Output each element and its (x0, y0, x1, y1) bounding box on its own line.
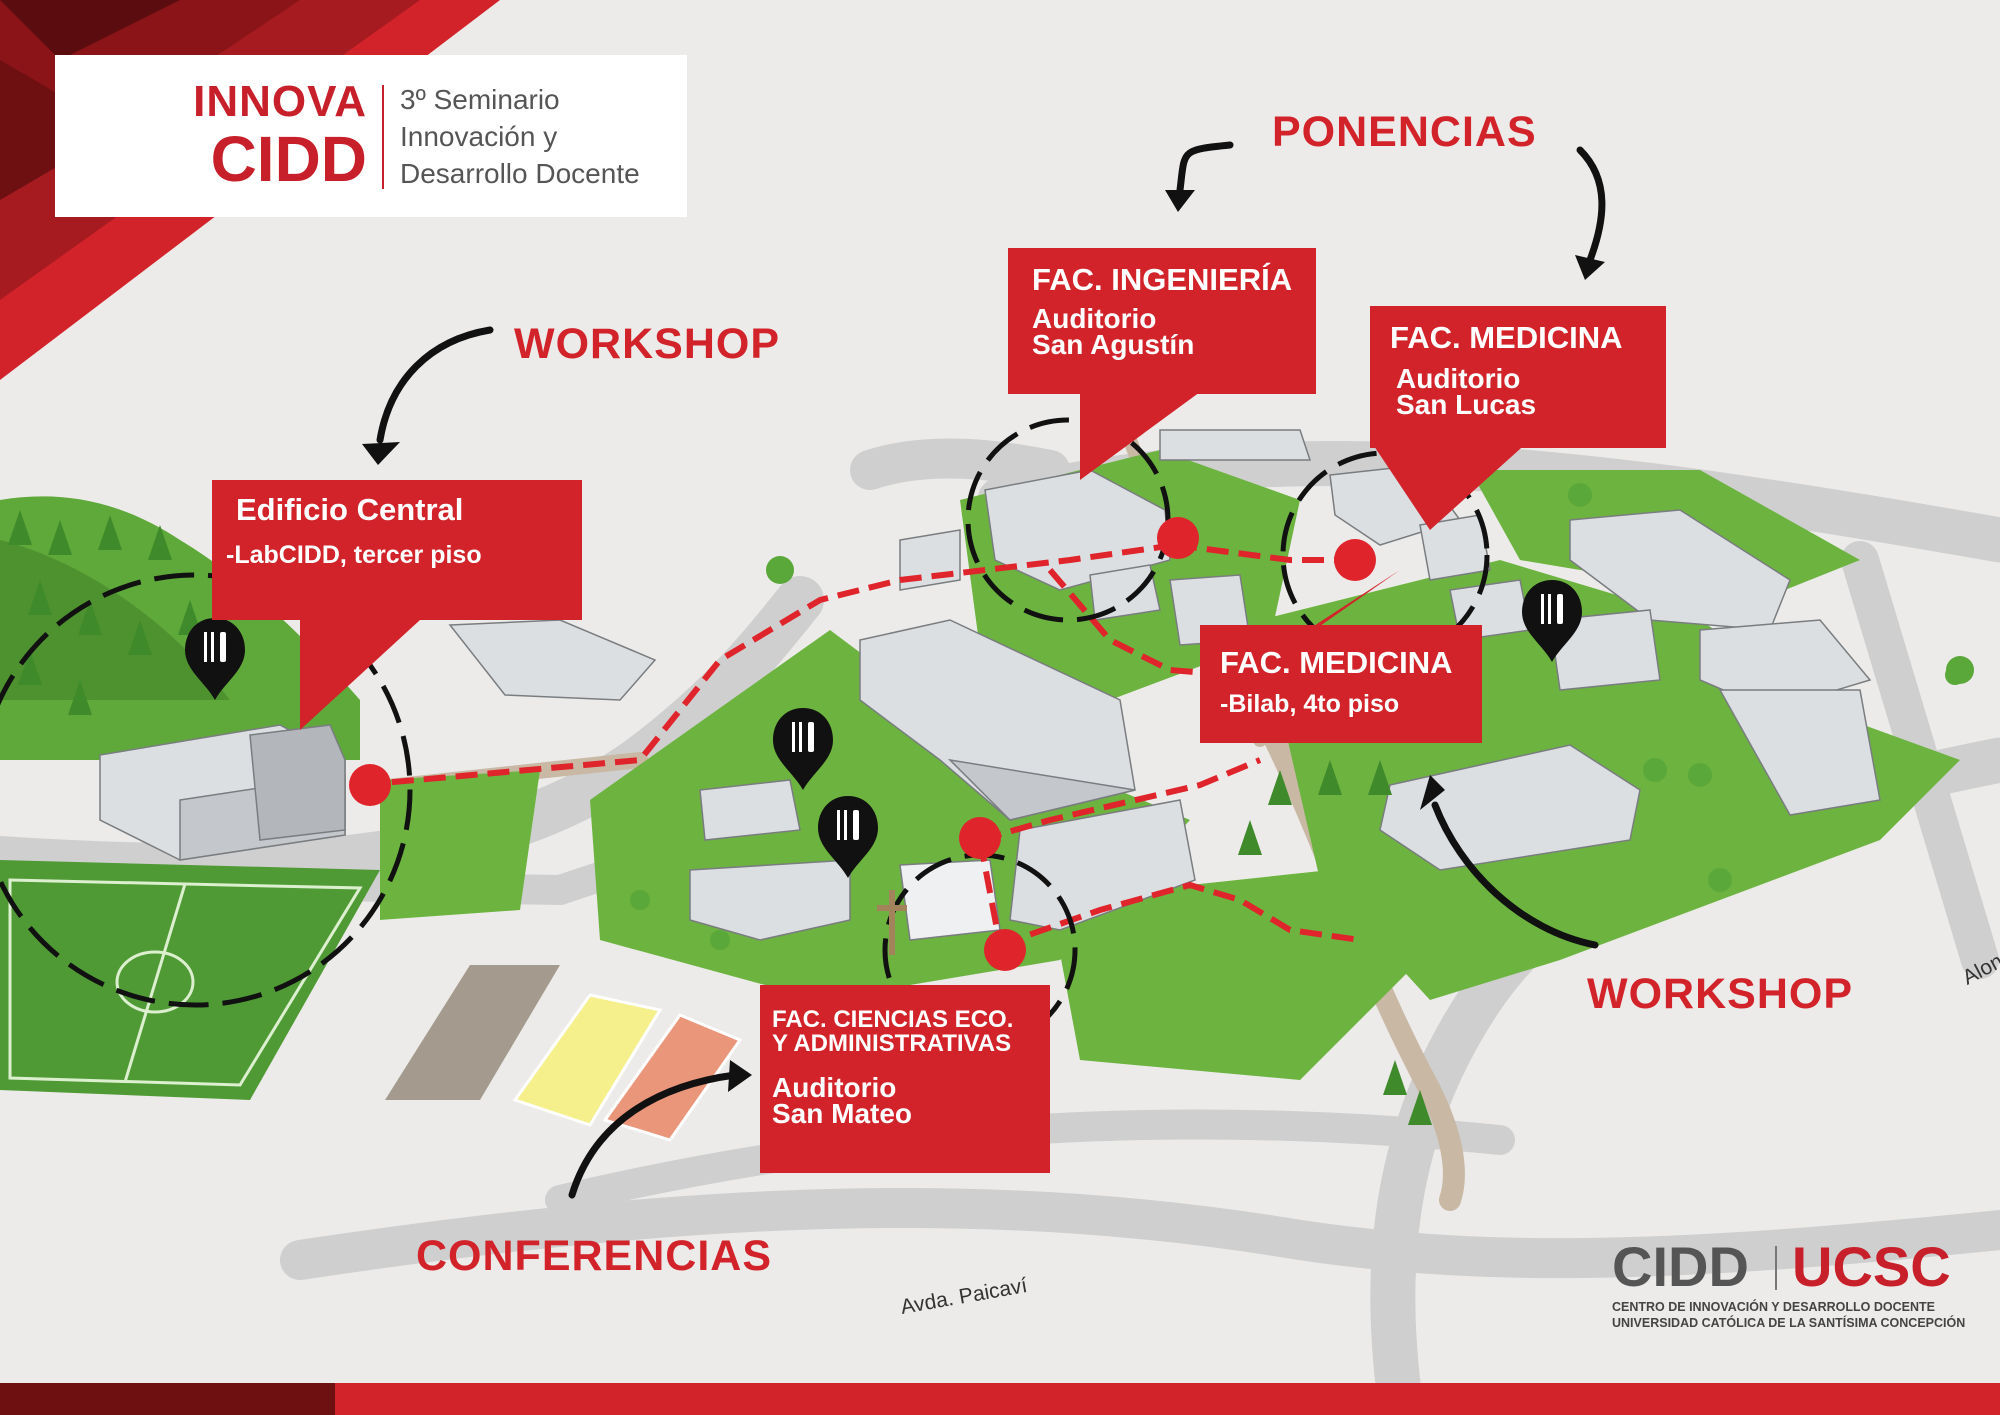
footer-logo-cidd: CIDD (1612, 1235, 1749, 1298)
footer-logo-ucsc: UCSC (1792, 1235, 1951, 1298)
logo-innova: INNOVA (193, 77, 367, 126)
callout-economia-line2: San Mateo (772, 1098, 913, 1129)
callout-edificio-central[interactable]: Edificio Central -LabCIDD, tercer piso (212, 480, 582, 620)
callout-ingenieria-line2: San Agustín (1032, 329, 1195, 360)
seminar-logo: INNOVA CIDD 3º Seminario Innovación y De… (55, 55, 687, 217)
footer-logo-line-2: UNIVERSIDAD CATÓLICA DE LA SANTÍSIMA CON… (1612, 1316, 1966, 1330)
callout-edificio-title: Edificio Central (236, 492, 464, 527)
callout-medicina-line2: San Lucas (1396, 389, 1537, 420)
callout-economia-title1: FAC. CIENCIAS ECO. (772, 1006, 1014, 1033)
buildings (99, 429, 1881, 941)
footer-bar-dark (0, 1383, 335, 1415)
logo-divider (382, 85, 384, 189)
callout-medicina-line1: Auditorio (1396, 363, 1521, 394)
label-workshop-left: WORKSHOP (514, 320, 780, 368)
callout-economia-title2: Y ADMINISTRATIVAS (772, 1030, 1012, 1057)
soccer-field (0, 860, 380, 1100)
callout-medicina-bilab[interactable]: FAC. MEDICINA -Bilab, 4to piso (1200, 625, 1482, 743)
label-ponencias: PONENCIAS (1272, 108, 1537, 156)
callout-medicina-san-lucas[interactable]: FAC. MEDICINA Auditorio San Lucas (1370, 306, 1666, 448)
trees (8, 483, 1974, 1125)
restaurant-pin-icon[interactable] (185, 580, 1582, 878)
footer-bar (335, 1383, 2000, 1415)
callout-ingenieria-line1: Auditorio (1032, 303, 1157, 334)
logo-line-1: 3º Seminario (400, 84, 560, 115)
label-workshop-right: WORKSHOP (1587, 970, 1853, 1018)
logo-line-3: Desarrollo Docente (400, 158, 640, 189)
callout-bilab-sub: -Bilab, 4to piso (1220, 690, 1400, 718)
footer-logo-divider (1775, 1246, 1777, 1290)
location-dot-icon[interactable] (349, 517, 1376, 971)
logo-line-2: Innovación y (400, 121, 558, 152)
callout-edificio-sub: -LabCIDD, tercer piso (226, 541, 482, 569)
label-conferencias: CONFERENCIAS (416, 1232, 773, 1280)
callout-ingenieria[interactable]: FAC. INGENIERÍA Auditorio San Agustín (1008, 248, 1316, 394)
logo-subtitle: 3º Seminario Innovación y Desarrollo Doc… (400, 81, 640, 192)
cidd-ucsc-logo: CIDD UCSC CENTRO DE INNOVACIÓN Y DESARRO… (1612, 1235, 1965, 1331)
cross-icon (877, 890, 907, 955)
callout-ingenieria-title: FAC. INGENIERÍA (1032, 262, 1293, 297)
callout-bilab-title: FAC. MEDICINA (1220, 645, 1453, 680)
arrowhead (362, 190, 1605, 1092)
curved-arrow-icon (376, 141, 1606, 1199)
logo-cidd: CIDD (210, 123, 367, 195)
callout-economia[interactable]: FAC. CIENCIAS ECO. Y ADMINISTRATIVAS Aud… (760, 985, 1050, 1173)
callout-medicina-title: FAC. MEDICINA (1390, 320, 1623, 355)
footer-logo-line-1: CENTRO DE INNOVACIÓN Y DESARROLLO DOCENT… (1612, 1300, 1935, 1314)
callout-economia-line1: Auditorio (772, 1072, 897, 1103)
